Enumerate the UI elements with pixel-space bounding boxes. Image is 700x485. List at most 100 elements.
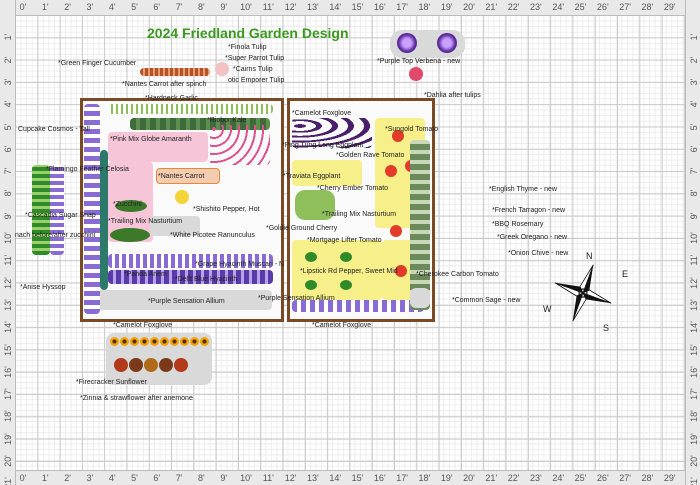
pepper-zone[interactable] bbox=[292, 240, 382, 300]
rt-tick: 6' bbox=[153, 2, 161, 12]
rr-tick: 2' bbox=[689, 56, 699, 63]
tomato-1[interactable] bbox=[392, 130, 404, 142]
sunflower-9[interactable] bbox=[190, 337, 199, 346]
rb-tick: 6' bbox=[153, 473, 161, 483]
ground-cherry[interactable] bbox=[295, 190, 335, 220]
anemone-row[interactable] bbox=[108, 270, 273, 284]
pepper-4[interactable] bbox=[340, 280, 352, 290]
label-riobor: *Riobor Kale bbox=[207, 117, 247, 124]
rb-tick: 27' bbox=[619, 473, 631, 483]
allium-row[interactable] bbox=[84, 290, 272, 310]
rt-tick: 8' bbox=[198, 2, 205, 12]
sunflower-5[interactable] bbox=[150, 337, 159, 346]
rt-tick: 11' bbox=[262, 2, 274, 12]
label-english-thyme: *English Thyme - new bbox=[489, 186, 557, 193]
zinnia-5[interactable] bbox=[174, 358, 188, 372]
zinnia-2[interactable] bbox=[129, 358, 143, 372]
rl-tick: 11' bbox=[3, 254, 13, 266]
rt-tick: 10' bbox=[240, 2, 252, 12]
label-traviata: *Traviata Eggplant bbox=[283, 173, 341, 180]
label-pink-mix: *Pink Mix Globe Amaranth bbox=[110, 136, 192, 143]
ranunculus-block[interactable] bbox=[150, 216, 200, 236]
zucchini-1[interactable] bbox=[115, 200, 147, 212]
sugar-snap-column[interactable] bbox=[32, 165, 50, 255]
rb-tick: 25' bbox=[574, 473, 587, 483]
garlic-row[interactable] bbox=[108, 104, 273, 114]
eggplant-traviata[interactable] bbox=[292, 160, 362, 186]
rb-tick: 0' bbox=[19, 473, 27, 483]
rl-tick: 12' bbox=[3, 276, 13, 289]
rl-tick: 10' bbox=[3, 232, 13, 244]
label-french-tarragon: *French Tarragon - new bbox=[492, 207, 566, 214]
rr-tick: 7' bbox=[689, 167, 699, 175]
sunflower-2[interactable] bbox=[120, 337, 129, 346]
rl-tick: 21' bbox=[3, 477, 13, 485]
rl-tick: 3' bbox=[3, 78, 13, 86]
rr-tick: 12' bbox=[689, 276, 699, 289]
zinnia-row[interactable] bbox=[114, 358, 188, 372]
rl-tick: 8' bbox=[3, 190, 13, 197]
sunflower-1[interactable] bbox=[110, 337, 119, 346]
label-hardneck: *Hardneck Garlic bbox=[145, 95, 198, 102]
rr-tick: 1' bbox=[689, 33, 699, 41]
rt-tick: 21' bbox=[485, 2, 498, 12]
foxglove-bottom-right[interactable] bbox=[292, 300, 424, 312]
verbena-plant-2[interactable] bbox=[437, 33, 457, 53]
sunflower-8[interactable] bbox=[180, 337, 189, 346]
rt-tick: 12' bbox=[284, 2, 297, 12]
tomato-4[interactable] bbox=[390, 225, 402, 237]
rb-tick: 14' bbox=[329, 473, 342, 483]
zinnia-3[interactable] bbox=[144, 358, 158, 372]
tomato-3[interactable] bbox=[385, 165, 397, 177]
sunflower-7[interactable] bbox=[170, 337, 179, 346]
rb-tick: 8' bbox=[198, 473, 205, 483]
label-zucchini: *Zucchini bbox=[113, 201, 142, 208]
amaranth-dots[interactable] bbox=[210, 125, 270, 165]
foxglove-left-column[interactable] bbox=[84, 104, 100, 314]
tulip-cluster[interactable] bbox=[215, 62, 229, 76]
nantes-carrot-block[interactable] bbox=[156, 168, 220, 184]
verbena-plant-1[interactable] bbox=[397, 33, 417, 53]
rb-tick: 26' bbox=[596, 473, 609, 483]
hyssop-column[interactable] bbox=[50, 165, 64, 255]
zinnia-1[interactable] bbox=[114, 358, 128, 372]
rt-tick: 15' bbox=[351, 2, 364, 12]
sunflower-4[interactable] bbox=[140, 337, 149, 346]
rb-tick: 1' bbox=[41, 473, 49, 483]
sunflower-3[interactable] bbox=[130, 337, 139, 346]
rt-tick: 25' bbox=[574, 2, 587, 12]
sunflower-6[interactable] bbox=[160, 337, 169, 346]
pepper-2[interactable] bbox=[340, 252, 352, 262]
label-mortgage: *Mortgage Lifter Tomato bbox=[307, 237, 382, 244]
rb-tick: 22' bbox=[507, 473, 520, 483]
amaranth-block[interactable] bbox=[108, 132, 208, 162]
rb-tick: 2' bbox=[64, 473, 71, 483]
sunflower-row[interactable] bbox=[110, 337, 209, 346]
cucumber-row[interactable] bbox=[140, 68, 210, 76]
tomato-5[interactable] bbox=[395, 265, 407, 277]
pepper-3[interactable] bbox=[305, 280, 317, 290]
herb-column[interactable] bbox=[410, 140, 430, 310]
label-zinnia: *Zinnia & strawflower after anemone bbox=[80, 395, 193, 402]
rl-tick: 7' bbox=[3, 167, 13, 175]
eggplant-block[interactable] bbox=[292, 118, 372, 148]
label-camelot-left: *Camelot Foxglove bbox=[113, 322, 173, 329]
shishito-pepper[interactable] bbox=[175, 190, 189, 204]
hyacinth-row[interactable] bbox=[108, 254, 273, 268]
rr-tick: 21' bbox=[689, 477, 699, 485]
rt-tick: 5' bbox=[131, 2, 138, 12]
rr-tick: 13' bbox=[689, 299, 699, 311]
sunflower-10[interactable] bbox=[200, 337, 209, 346]
dahlia-plant[interactable] bbox=[409, 67, 423, 81]
rr-tick: 5' bbox=[689, 123, 699, 130]
rl-tick: 13' bbox=[3, 299, 13, 311]
rr-tick: 8' bbox=[689, 190, 699, 197]
rb-tick: 28' bbox=[641, 473, 654, 483]
zinnia-4[interactable] bbox=[159, 358, 173, 372]
label-anise: *Anise Hyssop bbox=[20, 284, 66, 291]
celosia-column[interactable] bbox=[100, 150, 108, 290]
zucchini-2[interactable] bbox=[110, 228, 150, 242]
sage-pot[interactable] bbox=[410, 288, 430, 308]
pepper-1[interactable] bbox=[305, 252, 317, 262]
